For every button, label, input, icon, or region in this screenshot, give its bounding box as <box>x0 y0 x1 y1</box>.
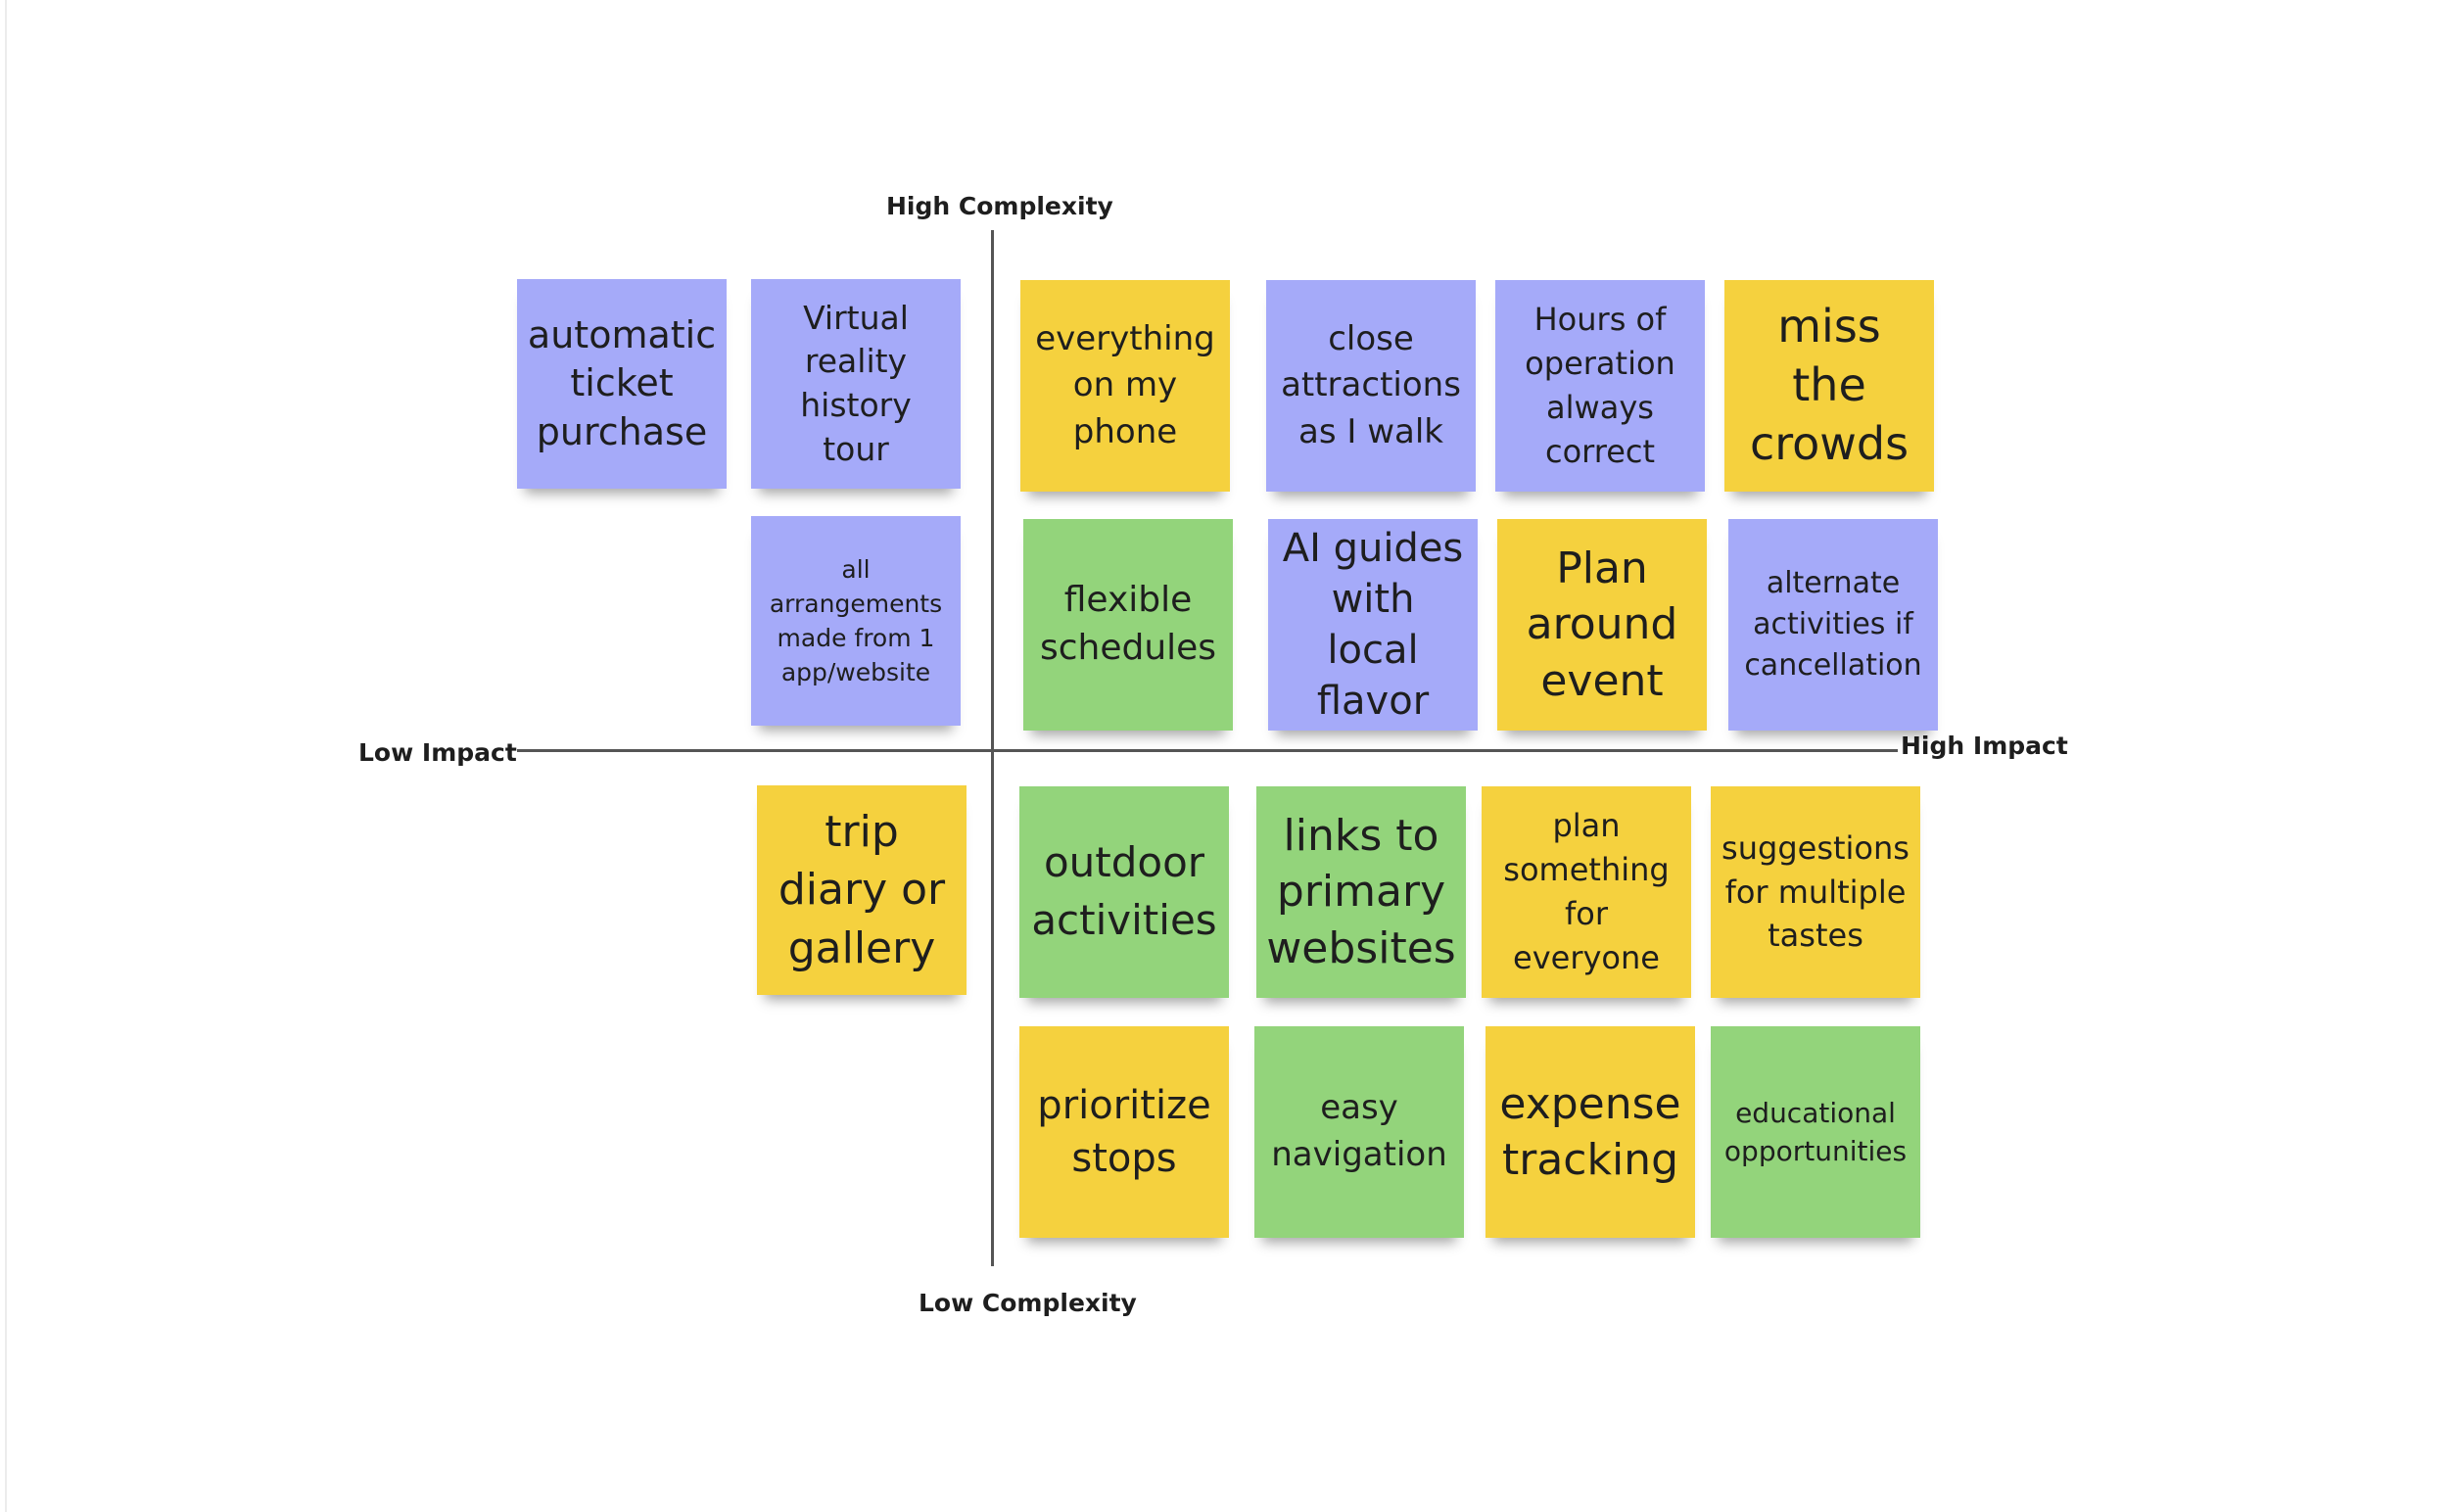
axis-label-low-impact: Low Impact <box>358 738 517 767</box>
complexity-axis-line <box>991 230 994 1266</box>
sticky-note[interactable]: trip diary or gallery <box>757 785 967 995</box>
sticky-note[interactable]: miss the crowds <box>1724 280 1934 492</box>
sticky-note[interactable]: everything on my phone <box>1020 280 1230 492</box>
sticky-note[interactable]: Hours of operation always correct <box>1495 280 1705 492</box>
axis-label-low-complexity: Low Complexity <box>919 1289 1137 1317</box>
sticky-note[interactable]: Virtual reality history tour <box>751 279 961 489</box>
sticky-note[interactable]: close attractions as I walk <box>1266 280 1476 492</box>
sticky-note[interactable]: suggestions for multiple tastes <box>1711 786 1920 998</box>
canvas-edge-divider <box>5 0 7 1512</box>
sticky-note[interactable]: alternate activities if cancellation <box>1728 519 1938 731</box>
sticky-note[interactable]: automatic ticket purchase <box>517 279 727 489</box>
axis-label-high-impact: High Impact <box>1901 732 2068 760</box>
sticky-note[interactable]: outdoor activities <box>1019 786 1229 998</box>
sticky-note[interactable]: links to primary websites <box>1256 786 1466 998</box>
impact-axis-line <box>517 749 1898 752</box>
sticky-note[interactable]: prioritize stops <box>1019 1026 1229 1238</box>
sticky-note[interactable]: plan something for everyone <box>1482 786 1691 998</box>
sticky-note[interactable]: all arrangements made from 1 app/website <box>751 516 961 726</box>
sticky-note[interactable]: educational opportunities <box>1711 1026 1920 1238</box>
sticky-note[interactable]: flexible schedules <box>1023 519 1233 731</box>
sticky-note[interactable]: Plan around event <box>1497 519 1707 731</box>
axis-label-high-complexity: High Complexity <box>886 192 1113 220</box>
sticky-note[interactable]: AI guides with local flavor <box>1268 519 1478 731</box>
sticky-note[interactable]: expense tracking <box>1485 1026 1695 1238</box>
sticky-note[interactable]: easy navigation <box>1254 1026 1464 1238</box>
